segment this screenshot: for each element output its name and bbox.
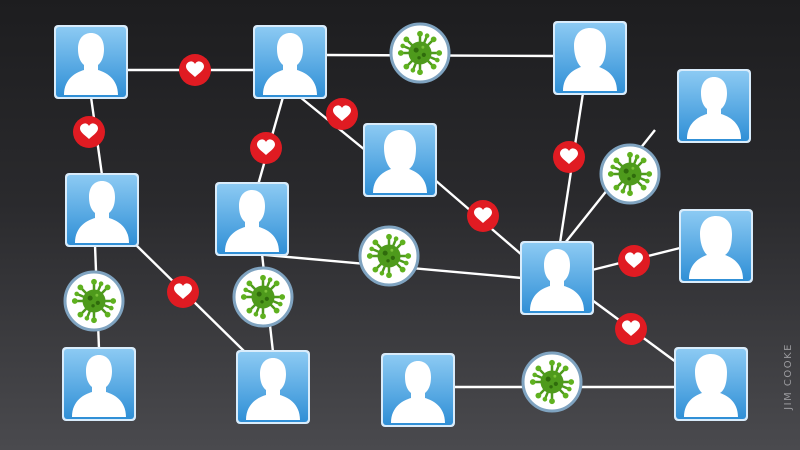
person-node <box>674 347 748 421</box>
heart-badge-icon <box>167 276 199 308</box>
person-silhouette-icon <box>72 355 126 417</box>
heart-badge-icon <box>250 132 282 164</box>
person-silhouette-icon <box>75 181 129 243</box>
heart-badge-icon <box>467 200 499 232</box>
virus-badge-icon <box>599 143 661 205</box>
person-silhouette-icon <box>687 77 741 139</box>
person-silhouette-icon <box>530 249 584 311</box>
heart-badge-icon <box>326 98 358 130</box>
person-node <box>215 182 289 256</box>
heart-badge-icon <box>179 54 211 86</box>
person-node <box>62 347 136 421</box>
person-node <box>677 69 751 143</box>
person-silhouette-icon <box>263 33 317 95</box>
person-silhouette-icon <box>64 33 118 95</box>
person-silhouette-icon <box>246 358 300 420</box>
heart-badge-icon <box>615 313 647 345</box>
heart-badge-icon <box>618 245 650 277</box>
person-node <box>381 353 455 427</box>
person-node <box>253 25 327 99</box>
person-silhouette-icon <box>391 361 445 423</box>
person-silhouette-icon <box>225 190 279 252</box>
person-node <box>236 350 310 424</box>
person-node <box>65 173 139 247</box>
person-node <box>54 25 128 99</box>
person-silhouette-icon <box>373 130 427 193</box>
photo-credit: JIM COOKE <box>783 343 794 410</box>
heart-badge-icon <box>73 116 105 148</box>
virus-badge-icon <box>232 266 294 328</box>
person-node <box>679 209 753 283</box>
person-node <box>553 21 627 95</box>
virus-badge-icon <box>63 270 125 332</box>
heart-badge-icon <box>553 141 585 173</box>
virus-badge-icon <box>389 22 451 84</box>
person-silhouette-icon <box>684 354 738 417</box>
virus-badge-icon <box>521 351 583 413</box>
person-silhouette-icon <box>689 216 743 279</box>
person-node <box>520 241 594 315</box>
person-node <box>363 123 437 197</box>
person-silhouette-icon <box>563 28 617 91</box>
virus-badge-icon <box>358 225 420 287</box>
